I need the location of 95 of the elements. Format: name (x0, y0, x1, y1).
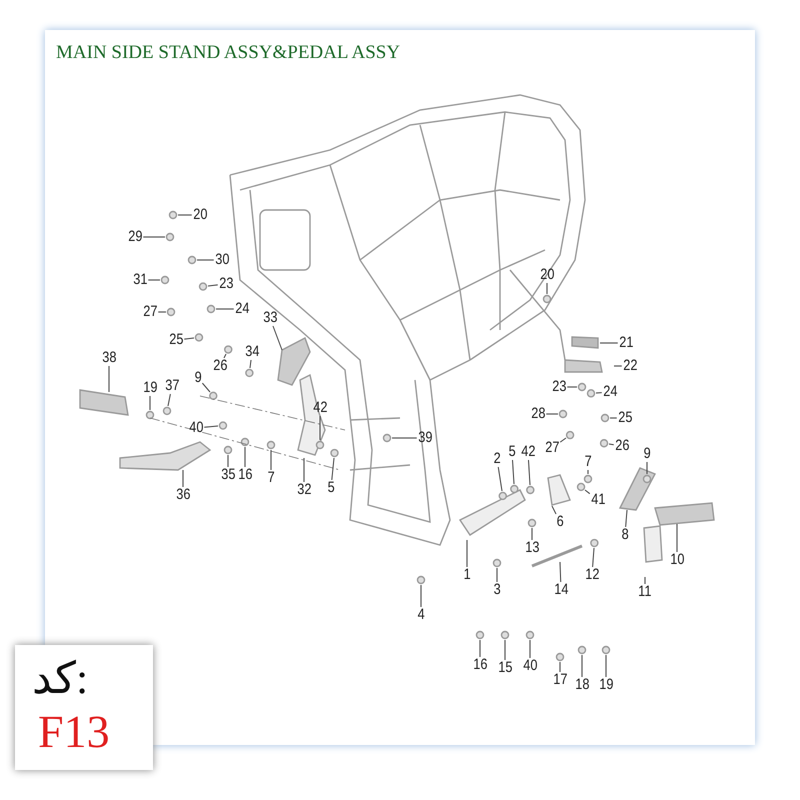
callout-number: 5 (508, 444, 516, 460)
leader-line (496, 568, 498, 582)
callout-number: 30 (214, 252, 229, 268)
callout-number: 9 (644, 446, 651, 462)
leader-line (216, 308, 234, 310)
callout-number: 23 (218, 276, 233, 292)
diagram-title: MAIN SIDE STAND ASSY&PEDAL ASSY (56, 42, 400, 64)
callout-number: 13 (524, 540, 539, 556)
callout-number: 9 (194, 370, 202, 386)
callout-number: 25 (168, 332, 183, 348)
leader-line (644, 576, 646, 584)
callout-number: 5 (328, 480, 335, 496)
leader-line (420, 584, 422, 608)
callout-number: 35 (220, 467, 235, 483)
callout-number: 14 (554, 582, 568, 598)
callout-number: 12 (584, 567, 599, 583)
callout-number: 21 (618, 335, 633, 351)
callout-number: 40 (188, 420, 203, 436)
code-label: کد: (32, 653, 88, 704)
leader-line (331, 458, 334, 480)
leader-line (512, 460, 514, 484)
callout-number: 27 (142, 304, 157, 320)
callout-number: 24 (602, 384, 617, 400)
callout-number: 18 (574, 677, 589, 693)
callout-number: 15 (498, 660, 512, 676)
leader-line (676, 524, 678, 552)
callout-number: 10 (670, 552, 684, 568)
callout-number: 27 (544, 440, 559, 456)
callout-number: 17 (552, 672, 567, 688)
callout-number: 1 (464, 567, 471, 583)
callout-number: 11 (638, 584, 652, 600)
callout-number: 8 (622, 527, 629, 543)
callout-number: 23 (552, 379, 566, 395)
leader-line (646, 462, 648, 474)
callout-number: 16 (472, 657, 487, 673)
leader-line (224, 354, 226, 358)
leader-line (182, 470, 184, 488)
callout-number: 19 (598, 677, 613, 693)
leader-line (625, 510, 628, 528)
callout-number: 22 (622, 358, 637, 374)
callout-number: 24 (234, 301, 249, 317)
callout-number: 34 (244, 344, 259, 360)
leader-line (202, 382, 210, 392)
callout-number: 16 (238, 467, 252, 483)
leader-line (108, 366, 110, 392)
leader-line (552, 506, 556, 514)
leader-line (584, 490, 590, 494)
callout-number: 20 (540, 267, 554, 283)
callout-number: 6 (556, 514, 564, 530)
leader-line (560, 562, 562, 582)
leader-line (592, 548, 594, 568)
leader-line (504, 640, 506, 660)
callout-number: 33 (262, 310, 277, 326)
leader-line (178, 214, 192, 216)
leader-line (528, 460, 530, 486)
callout-number: 42 (520, 444, 535, 460)
callout-number: 41 (590, 492, 605, 508)
callout-number: 7 (584, 454, 592, 470)
callout-number: 26 (614, 438, 629, 454)
callout-number: 31 (132, 272, 147, 288)
callout-number: 3 (494, 582, 501, 598)
leader-line (600, 342, 618, 344)
callout-number: 36 (176, 487, 190, 503)
leader-line (244, 446, 246, 468)
leader-line (250, 360, 252, 368)
callout-number: 37 (164, 378, 179, 394)
callout-number: 40 (522, 658, 537, 674)
callout-number: 29 (128, 229, 142, 245)
leader-line (566, 386, 578, 388)
part-code: F13 (38, 705, 110, 758)
leader-line (546, 282, 548, 294)
leader-line (498, 466, 502, 492)
callout-number: 32 (296, 482, 311, 498)
leader-line (184, 338, 194, 340)
callout-number: 28 (530, 406, 545, 422)
callout-number: 7 (268, 470, 275, 486)
leader-line (272, 326, 282, 350)
leader-line (608, 444, 614, 446)
leader-line (142, 236, 166, 238)
callout-number: 26 (212, 358, 227, 374)
leader-line (466, 540, 468, 568)
callout-number: 20 (192, 207, 207, 223)
leader-line (270, 450, 272, 470)
callout-number: 39 (418, 430, 432, 446)
callout-number: 38 (102, 350, 116, 366)
callout-number: 2 (494, 451, 501, 467)
callout-number: 42 (312, 400, 327, 416)
leader-line (560, 438, 566, 443)
leader-line (596, 392, 602, 394)
callout-number: 19 (142, 380, 157, 396)
callout-number: 25 (618, 410, 632, 426)
callout-number: 4 (418, 607, 425, 623)
leader-line (204, 426, 218, 428)
leader-line (168, 394, 171, 406)
leader-line (208, 284, 218, 286)
